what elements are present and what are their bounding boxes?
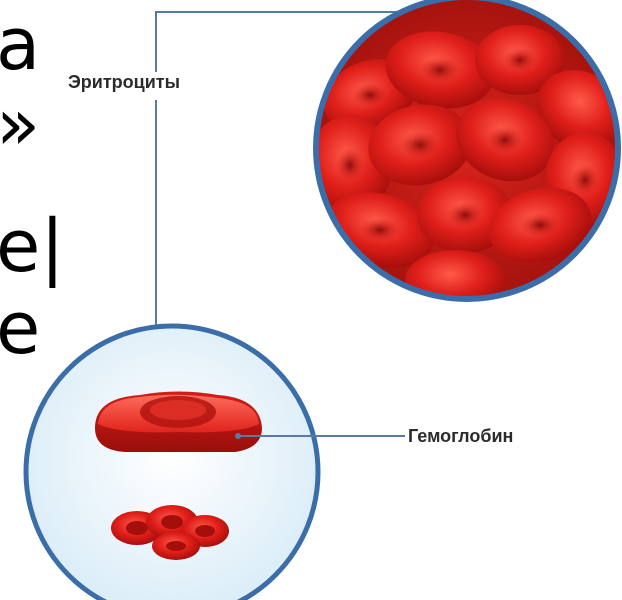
single-cell-circle: [26, 326, 318, 600]
erythrocytes-label: Эритроциты: [66, 72, 182, 93]
hemoglobin-pointer-dot: [235, 433, 241, 439]
red-blood-cell-large: [95, 392, 262, 453]
magnified-blood-circle: [308, 0, 622, 310]
hemoglobin-label: Гемоглобин: [406, 426, 515, 447]
